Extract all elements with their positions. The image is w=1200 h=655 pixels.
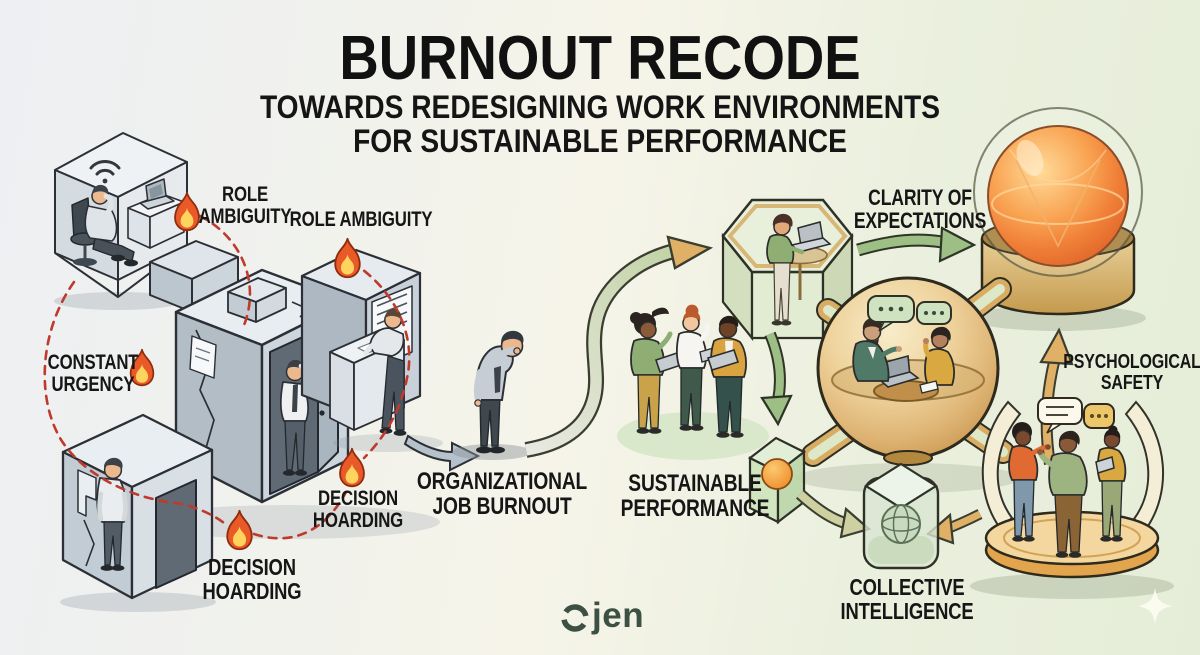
person-focused-in-pod — [766, 213, 832, 326]
cubicle-defeated-worker — [60, 413, 216, 612]
ojen-logo-o-mark — [561, 603, 589, 632]
recovery-curve-arrow — [524, 235, 714, 458]
page-title: BURNOUT RECODE — [339, 24, 861, 93]
sparkle-icon — [1138, 588, 1172, 624]
subtitle-line-1: TOWARDS REDESIGNING WORK ENVIRONMENTS — [259, 89, 941, 125]
person-slouched-at-laptop — [84, 184, 138, 267]
redesigned-work-scene — [617, 107, 1174, 624]
cracked-office-blocks — [140, 240, 443, 539]
person-leaning-on-desk — [363, 308, 407, 436]
green-arrow-to-clarity — [856, 226, 977, 263]
label-psychological-safety: PSYCHOLOGICAL SAFETY — [1063, 351, 1200, 394]
burnout-transition — [403, 235, 714, 472]
gray-arrow — [403, 434, 481, 472]
speech-bubble-icon — [1037, 397, 1083, 434]
ojen-logo-text: jen — [592, 596, 645, 635]
burnout-cubicles-scene — [43, 132, 443, 612]
fire-icon — [334, 237, 361, 279]
header: BURNOUT RECODE TOWARDS REDESIGNING WORK … — [0, 24, 1200, 160]
label-decision-hoarding-bottom: DECISION HOARDING — [202, 554, 302, 605]
hexagon-focus-pod — [721, 198, 854, 342]
label-role-ambiguity-right: ROLE AMBIGUITY — [289, 208, 433, 231]
dashed-stress-lines — [43, 214, 411, 540]
cubicle-remote-worker — [54, 132, 188, 310]
speech-bubble-icon — [867, 295, 915, 332]
label-sustainable-performance: SUSTAINABLE PERFORMANCE — [620, 470, 770, 523]
person-platform-center — [1037, 430, 1088, 558]
subtitle-line-2: FOR SUSTAINABLE PERFORMANCE — [353, 123, 847, 160]
person-platform-right — [1095, 425, 1127, 542]
laptop-icon — [139, 178, 175, 210]
label-collective-intelligence: COLLECTIVE INTELLIGENCE — [840, 574, 974, 625]
ojen-logo: jen — [560, 598, 644, 633]
performance-core-cube — [747, 436, 807, 525]
label-organizational-job-burnout: ORGANIZATIONAL JOB BURNOUT — [416, 468, 588, 521]
page-subtitle: TOWARDS REDESIGNING WORK ENVIRONMENTS FO… — [72, 89, 1128, 160]
label-decision-hoarding-right: DECISION HOARDING — [312, 487, 404, 533]
green-arrow-down — [760, 331, 793, 427]
person-head-bowed — [96, 457, 128, 571]
arrow-cube-to-ci — [795, 489, 872, 539]
team-sustainable-performance — [617, 304, 769, 460]
wifi-icon — [89, 160, 121, 184]
label-clarity-of-expectations: CLARITY OF EXPECTATIONS — [853, 185, 987, 234]
collective-intelligence-cube — [862, 462, 940, 570]
goal-orb — [970, 107, 1146, 331]
conversation-sphere-pod — [796, 276, 1020, 493]
globe-icon — [881, 504, 921, 544]
label-role-ambiguity-top: ROLE AMBIGUITY — [198, 183, 292, 229]
speech-bubble-icon — [1083, 403, 1115, 429]
person-burned-out — [452, 330, 532, 460]
speech-bubble-icon — [916, 301, 952, 325]
label-constant-urgency: CONSTANT URGENCY — [47, 351, 139, 397]
team-platform — [970, 397, 1174, 599]
person-platform-left — [1008, 422, 1051, 542]
